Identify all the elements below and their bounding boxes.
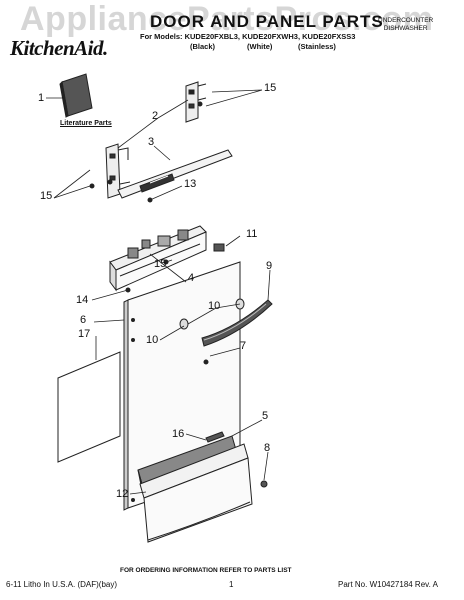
callout-15b: 15 xyxy=(40,190,53,202)
callout-11: 11 xyxy=(246,228,258,240)
callout-14: 14 xyxy=(76,294,89,306)
callout-15a: 15 xyxy=(264,82,277,94)
callout-7: 7 xyxy=(240,340,247,352)
callout-2: 2 xyxy=(152,110,159,122)
callout-13: 13 xyxy=(184,178,197,190)
fastener-8 xyxy=(260,480,268,488)
small-pad xyxy=(205,431,225,443)
callout-6: 6 xyxy=(80,314,87,326)
leader-lines xyxy=(46,89,271,495)
page-title: DOOR AND PANEL PARTS xyxy=(150,12,384,31)
callout-8: 8 xyxy=(264,442,271,454)
ordering-note: FOR ORDERING INFORMATION REFER TO PARTS … xyxy=(120,567,292,574)
literature-parts-label: Literature Parts xyxy=(60,120,112,127)
callout-10b: 10 xyxy=(146,334,159,346)
door-handle xyxy=(201,299,273,347)
variant-stainless: (Stainless) xyxy=(298,42,336,51)
side-bracket-left xyxy=(105,143,131,199)
callout-3: 3 xyxy=(148,136,155,148)
handle-spacers xyxy=(179,298,245,330)
watermark: AppliancePartsPros.com xyxy=(20,0,434,38)
brand-logo: KitchenAid. xyxy=(10,36,108,60)
footer-part-number: Part No. W10427184 Rev. A xyxy=(338,580,438,589)
callout-10a: 10 xyxy=(208,300,221,312)
callout-9: 9 xyxy=(266,260,273,272)
callout-17: 17 xyxy=(78,328,91,340)
callout-4: 4 xyxy=(188,272,195,284)
product-type: UNDERCOUNTER DISHWASHER xyxy=(378,17,433,33)
footer-page-number: 1 xyxy=(229,580,234,589)
callout-12: 12 xyxy=(116,488,129,500)
callout-1: 1 xyxy=(38,92,45,104)
callout-5: 5 xyxy=(262,410,269,422)
model-list: For Models: KUDE20FXBL3, KUDE20FXWH3, KU… xyxy=(140,32,356,41)
variant-black: (Black) xyxy=(190,42,216,51)
product-type-line-2: DISHWASHER xyxy=(383,25,428,32)
wrapper-panel xyxy=(57,351,121,463)
side-bracket-right xyxy=(185,81,207,123)
door-badge xyxy=(213,243,225,252)
callout-16: 16 xyxy=(172,428,185,440)
control-panel-assembly xyxy=(109,225,207,292)
literature-parts-booklet xyxy=(59,73,93,118)
kickplate-panel xyxy=(139,443,253,543)
footer-litho: 6-11 Litho In U.S.A. (DAF)(bay) xyxy=(6,580,117,589)
product-type-line-1: UNDERCOUNTER xyxy=(378,17,434,24)
console-trim-strip xyxy=(117,149,233,199)
variant-white: (White) xyxy=(247,42,273,51)
callout-15c: 15 xyxy=(154,258,167,270)
